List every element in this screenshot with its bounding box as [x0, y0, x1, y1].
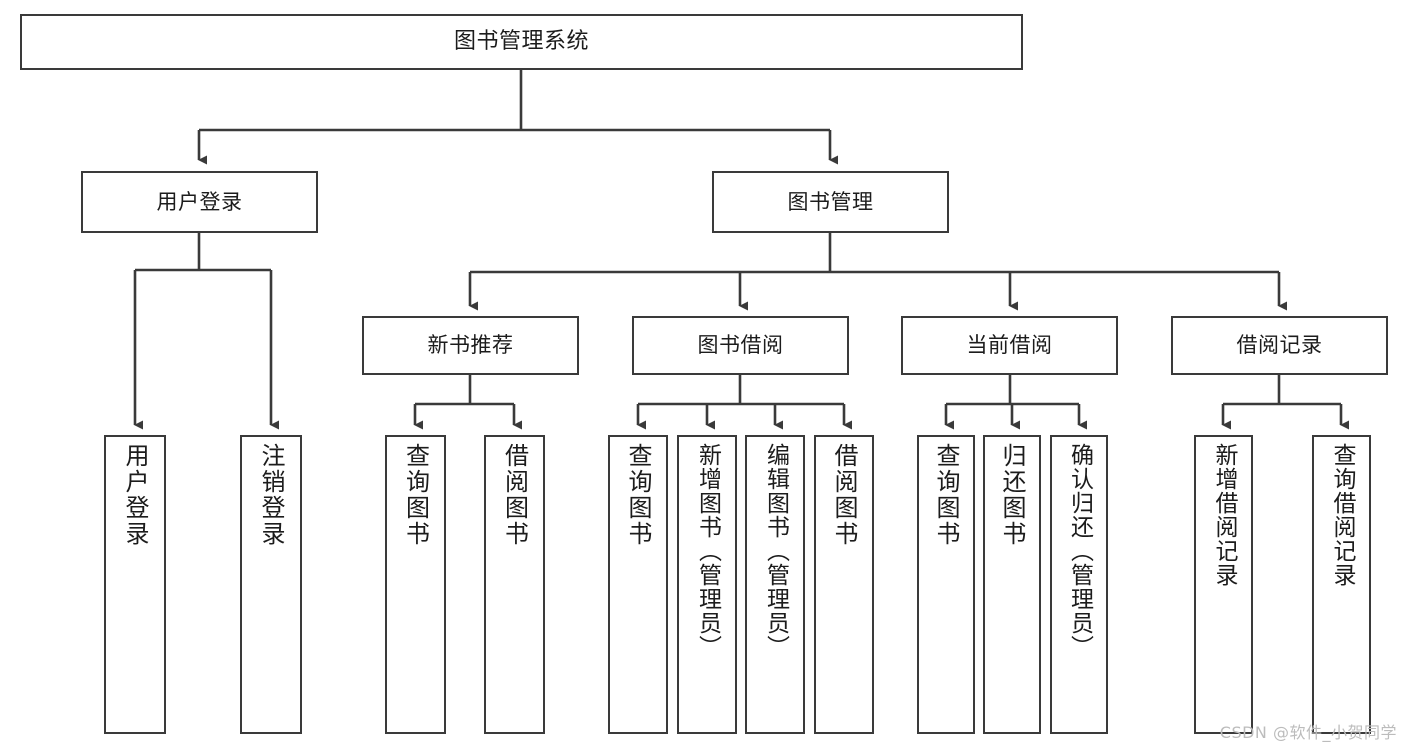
node-leaf-query-record[interactable]: 查询借阅记录	[1312, 435, 1371, 734]
node-book-borrow-label: 图书借阅	[697, 333, 784, 358]
node-leaf-user-login-label: 用户登录	[121, 443, 149, 547]
node-leaf-query-book-2[interactable]: 查询图书	[608, 435, 668, 734]
node-leaf-edit-book[interactable]: 编辑图书（管理员）	[745, 435, 805, 734]
node-leaf-confirm-return[interactable]: 确认归还（管理员）	[1050, 435, 1108, 734]
node-leaf-query-book-2-label: 查询图书	[624, 443, 652, 547]
node-user-login-label: 用户登录	[156, 189, 243, 214]
csdn-watermark: CSDN @软件_小贺同学	[1219, 723, 1397, 742]
node-leaf-query-book-3[interactable]: 查询图书	[917, 435, 975, 734]
node-new-book-recommend[interactable]: 新书推荐	[362, 316, 579, 375]
node-book-manage-label: 图书管理	[787, 189, 874, 214]
node-user-login[interactable]: 用户登录	[81, 171, 318, 233]
node-leaf-confirm-return-label: 确认归还（管理员）	[1066, 443, 1093, 659]
node-leaf-user-login[interactable]: 用户登录	[104, 435, 166, 734]
node-leaf-add-book[interactable]: 新增图书（管理员）	[677, 435, 737, 734]
node-leaf-borrow-book-2-label: 借阅图书	[830, 443, 858, 547]
node-root-label: 图书管理系统	[453, 29, 589, 55]
node-leaf-edit-book-label: 编辑图书（管理员）	[762, 443, 789, 659]
node-leaf-query-book-1-label: 查询图书	[401, 443, 430, 547]
node-borrow-record[interactable]: 借阅记录	[1171, 316, 1388, 375]
node-root[interactable]: 图书管理系统	[20, 14, 1023, 70]
node-leaf-query-book-1[interactable]: 查询图书	[385, 435, 446, 734]
node-leaf-add-record-label: 新增借阅记录	[1211, 443, 1237, 587]
node-new-book-recommend-label: 新书推荐	[427, 333, 514, 358]
node-book-manage[interactable]: 图书管理	[712, 171, 949, 233]
node-leaf-borrow-book-1-label: 借阅图书	[500, 443, 529, 547]
node-borrow-record-label: 借阅记录	[1236, 333, 1323, 358]
node-leaf-user-logout[interactable]: 注销登录	[240, 435, 302, 734]
node-leaf-add-record[interactable]: 新增借阅记录	[1194, 435, 1253, 734]
node-leaf-add-book-label: 新增图书（管理员）	[694, 443, 721, 659]
node-leaf-query-record-label: 查询借阅记录	[1329, 443, 1355, 587]
node-leaf-return-book[interactable]: 归还图书	[983, 435, 1041, 734]
node-current-borrow[interactable]: 当前借阅	[901, 316, 1118, 375]
node-leaf-borrow-book-1[interactable]: 借阅图书	[484, 435, 545, 734]
node-leaf-borrow-book-2[interactable]: 借阅图书	[814, 435, 874, 734]
node-current-borrow-label: 当前借阅	[966, 333, 1053, 358]
node-leaf-user-logout-label: 注销登录	[257, 443, 285, 547]
node-leaf-query-book-3-label: 查询图书	[932, 443, 960, 547]
node-leaf-return-book-label: 归还图书	[998, 443, 1026, 547]
node-book-borrow[interactable]: 图书借阅	[632, 316, 849, 375]
